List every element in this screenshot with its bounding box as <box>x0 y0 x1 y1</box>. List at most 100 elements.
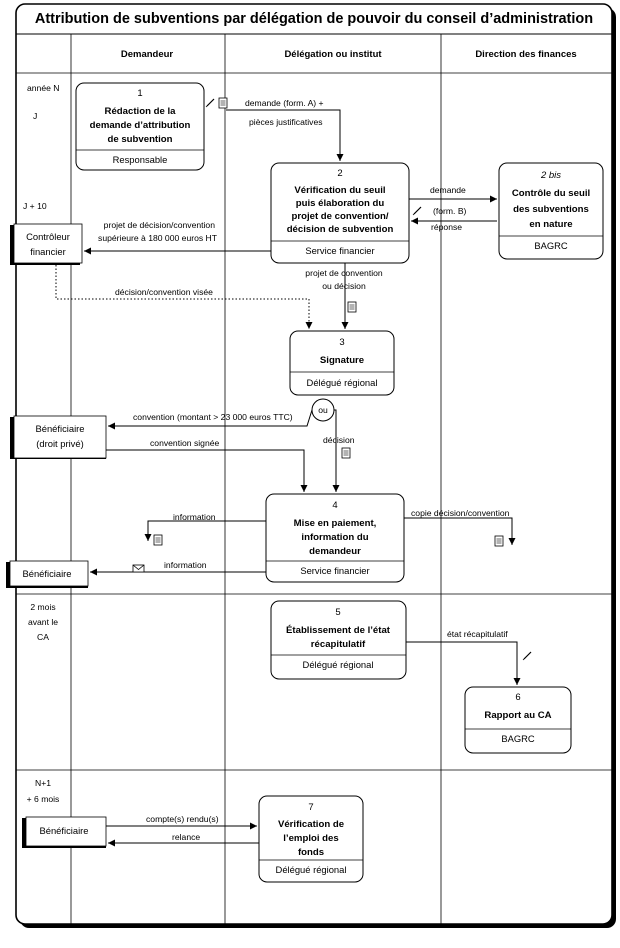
actor-controleur-financier: Contrôleur financier <box>10 223 83 265</box>
time-label: avant le <box>28 617 58 627</box>
step-6-box: 6 Rapport au CA BAGRC <box>464 686 572 754</box>
time-label: année N <box>27 83 60 93</box>
arrow-label: information <box>164 560 207 570</box>
arrow-label: décision/convention visée <box>115 287 213 297</box>
step-number: 3 <box>339 337 344 348</box>
flow-arrow <box>144 520 266 541</box>
step-title: décision de subvention <box>287 224 394 235</box>
step-7-box: 7 Vérification de l’emploi des fonds Dél… <box>258 795 364 883</box>
arrow-label: ou décision <box>322 281 366 291</box>
step-number: 7 <box>308 802 313 813</box>
document-icon <box>341 447 351 459</box>
arrow-label: relance <box>172 832 200 842</box>
step-number: 2 <box>337 168 342 179</box>
actor-beneficiaire: Bénéficiaire <box>6 560 89 588</box>
column-header-delegation: Délégation ou institut <box>284 49 382 60</box>
envelope-icon <box>132 564 145 573</box>
step-title: Vérification de <box>278 819 344 830</box>
time-label: J <box>33 111 37 121</box>
step-role: Délégué régional <box>276 864 347 875</box>
svg-text:Bénéficiaire: Bénéficiaire <box>36 423 85 434</box>
arrow-label: convention signée <box>150 438 219 448</box>
document-icon <box>494 535 504 547</box>
arrow-label: copie décision/convention <box>411 508 510 518</box>
step-title: Mise en paiement, <box>294 518 377 529</box>
step-title: Vérification du seuil <box>294 185 385 196</box>
column-header-finances: Direction des finances <box>475 49 576 60</box>
step-2-box: 2 Vérification du seuil puis élaboration… <box>270 162 410 264</box>
arrow-label: pièces justificatives <box>249 117 323 127</box>
arrow-label: (form. B) <box>433 206 467 216</box>
step-title: l’emploi des <box>283 833 338 844</box>
step-5-box: 5 Établissement de l’état récapitulatif … <box>270 600 407 680</box>
or-junction: ou <box>311 398 335 422</box>
step-number: 6 <box>515 692 520 703</box>
arrow-label: demande (form. A) + <box>245 98 324 108</box>
step-role: BAGRC <box>534 240 568 251</box>
flow-arrow <box>226 109 344 161</box>
arrow-label: demande <box>430 185 466 195</box>
step-title: fonds <box>298 847 324 858</box>
time-label: CA <box>37 632 49 642</box>
flow-arrow <box>106 449 308 492</box>
step-title: de subvention <box>107 134 172 145</box>
step-title: demande d’attribution <box>90 120 191 131</box>
step-number: 2 bis <box>540 170 561 181</box>
step-title: Rédaction de la <box>105 106 177 117</box>
arrow-label: état récapitulatif <box>447 629 508 639</box>
flow-arrow <box>108 409 313 430</box>
arrow-label: supérieure à 180 000 euros HT <box>98 233 218 243</box>
time-label: + 6 mois <box>27 794 60 804</box>
svg-text:Bénéficiaire: Bénéficiaire <box>40 825 89 836</box>
step-1-box: 1 Rédaction de la demande d’attribution … <box>75 82 205 171</box>
step-number: 1 <box>137 88 142 99</box>
step-2bis-box: 2 bis Contrôle du seuil des subventions … <box>498 162 604 260</box>
svg-text:(droit privé): (droit privé) <box>36 438 83 449</box>
step-title: Contrôle du seuil <box>512 188 590 199</box>
time-label: J + 10 <box>23 201 47 211</box>
step-number: 4 <box>332 500 337 511</box>
time-label: N+1 <box>35 778 51 788</box>
document-icon <box>347 301 357 313</box>
diagram-title: Attribution de subventions par délégatio… <box>35 11 593 27</box>
step-title: récapitulatif <box>311 639 366 650</box>
step-title: Rapport au CA <box>484 710 551 721</box>
frame <box>15 3 613 925</box>
arrow-label: compte(s) rendu(s) <box>146 814 219 824</box>
document-icon <box>218 97 228 109</box>
arrow-label: projet de convention <box>305 268 383 278</box>
document-icon <box>153 534 163 546</box>
step-title: Établissement de l’état <box>286 624 391 636</box>
step-title: puis élaboration du <box>296 198 385 209</box>
step-title: demandeur <box>309 546 361 557</box>
step-role: Délégué régional <box>303 659 374 670</box>
step-title: en nature <box>529 219 572 230</box>
flow-arrow <box>404 517 516 545</box>
time-label: 2 mois <box>30 602 55 612</box>
arrow-label: réponse <box>431 222 462 232</box>
step-4-box: 4 Mise en paiement, information du deman… <box>265 493 405 583</box>
step-title: information du <box>301 532 368 543</box>
step-role: Service financier <box>305 245 374 256</box>
flow-arrow-dotted <box>55 265 313 329</box>
step-role: Responsable <box>113 154 168 165</box>
step-role: Service financier <box>300 565 369 576</box>
flow-arrow <box>406 641 521 685</box>
arrow-label: décision <box>323 435 355 445</box>
step-title: Signature <box>320 355 364 366</box>
arrow-label: projet de décision/convention <box>104 220 216 230</box>
step-title: projet de convention/ <box>291 211 388 222</box>
or-label: ou <box>318 405 328 415</box>
arrow-label: convention (montant > 23 000 euros TTC) <box>133 412 293 422</box>
svg-text:Bénéficiaire: Bénéficiaire <box>23 568 72 579</box>
column-header-demandeur: Demandeur <box>121 49 174 60</box>
actor-beneficiaire: Bénéficiaire <box>22 816 107 848</box>
step-role: BAGRC <box>501 733 535 744</box>
step-title: des subventions <box>513 204 589 215</box>
flow-arrow <box>332 409 340 492</box>
svg-text:Contrôleur: Contrôleur <box>26 231 70 242</box>
actor-beneficiaire-prive: Bénéficiaire (droit privé) <box>10 415 107 459</box>
arrow-label: information <box>173 512 216 522</box>
step-number: 5 <box>335 607 340 618</box>
